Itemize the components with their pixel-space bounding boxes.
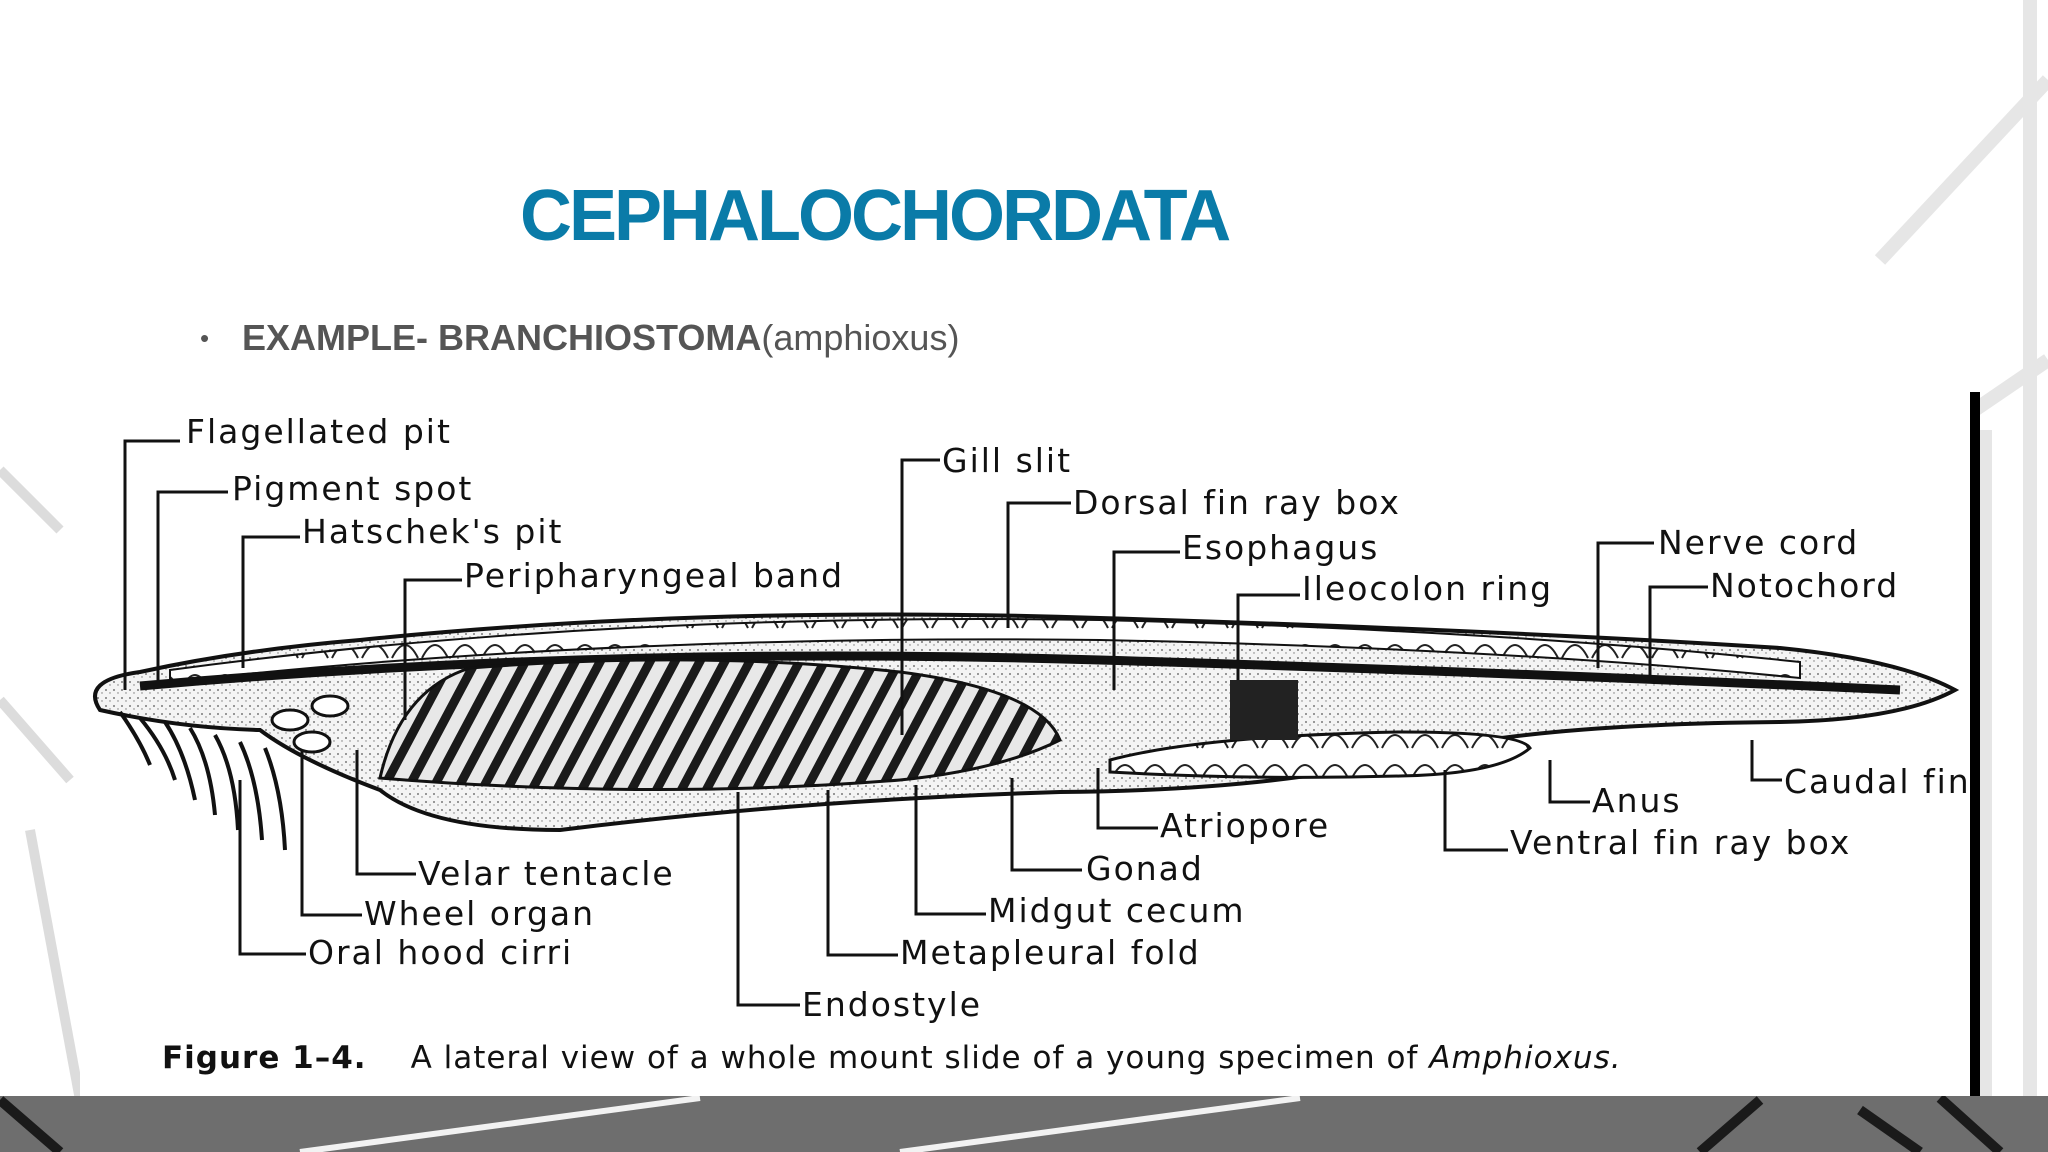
caption-text: A lateral view of a whole mount slide of… xyxy=(410,1040,1430,1076)
label-dorsal-fin-ray-box: Dorsal fin ray box xyxy=(1073,483,1401,522)
label-notochord: Notochord xyxy=(1710,566,1899,605)
label-ileocolon-ring: Ileocolon ring xyxy=(1302,569,1553,608)
label-oral-hood-cirri: Oral hood cirri xyxy=(308,933,573,972)
bullet-normal-text: (amphioxus) xyxy=(761,317,960,358)
label-ventral-fin-ray-box: Ventral fin ray box xyxy=(1510,823,1851,862)
caption-italic: Amphioxus. xyxy=(1429,1040,1622,1076)
bullet-bold-text: EXAMPLE- BRANCHIOSTOMA xyxy=(242,317,762,358)
label-gill-slit: Gill slit xyxy=(942,441,1072,480)
label-velar-tentacle: Velar tentacle xyxy=(418,854,675,893)
label-midgut-cecum: Midgut cecum xyxy=(988,891,1246,930)
label-nerve-cord: Nerve cord xyxy=(1658,523,1859,562)
leader-lines xyxy=(123,439,1782,1007)
ileocolon-ring xyxy=(1230,680,1298,740)
label-caudal-fin: Caudal fin xyxy=(1784,762,1971,801)
dorsal-fin-band xyxy=(169,618,1801,684)
slide-title: CEPHALOCHORDATA xyxy=(520,176,1231,256)
label-atriopore: Atriopore xyxy=(1160,806,1330,845)
label-metapleural-fold: Metapleural fold xyxy=(900,933,1201,972)
figure-caption: Figure 1–4. A lateral view of a whole mou… xyxy=(162,1040,1622,1076)
figure-border xyxy=(1970,392,1980,1096)
wheel-organ-drawing xyxy=(270,694,350,754)
label-wheel-organ: Wheel organ xyxy=(364,894,595,933)
bullet-example: • EXAMPLE- BRANCHIOSTOMA(amphioxus) xyxy=(200,312,959,364)
notochord-line xyxy=(139,651,1901,695)
label-endostyle: Endostyle xyxy=(802,985,982,1024)
oral-hood-cirri-drawing xyxy=(118,710,287,851)
bullet-dot: • xyxy=(200,323,210,353)
label-gonad: Gonad xyxy=(1086,849,1204,888)
caption-number: Figure 1–4. xyxy=(162,1040,367,1076)
label-anus: Anus xyxy=(1592,781,1682,820)
label-flagellated-pit: Flagellated pit xyxy=(186,412,452,451)
label-peripharyngeal-band: Peripharyngeal band xyxy=(464,556,844,595)
pharynx-gills xyxy=(378,658,1062,792)
label-hatscheks-pit: Hatschek's pit xyxy=(302,512,563,551)
label-pigment-spot: Pigment spot xyxy=(232,469,473,508)
label-esophagus: Esophagus xyxy=(1182,528,1379,567)
